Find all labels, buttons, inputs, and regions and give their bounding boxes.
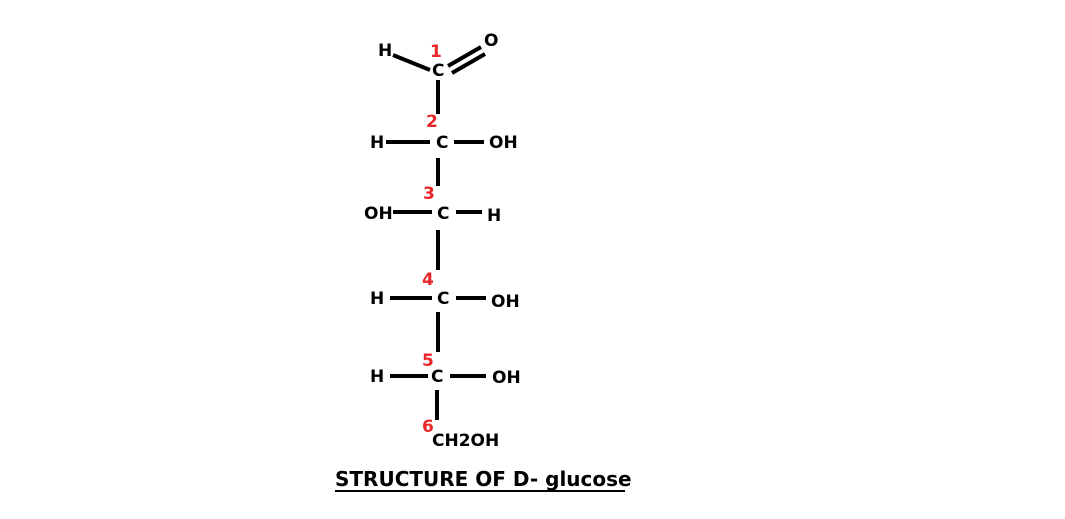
c3-carbon-label: C [437,204,449,224]
c5-right-label: OH [492,368,521,388]
c4-left-label: H [370,289,384,309]
c2-carbon-label: C [436,133,448,153]
c2-right-label: OH [489,133,518,153]
c6-group-label: CH2OH [432,431,499,451]
carbon-number-3: 3 [423,184,435,204]
c1-o-double-bond-b [451,52,486,75]
carbon-number-2: 2 [426,112,438,132]
c1-h-bond [392,53,431,72]
c3-left-label: OH [364,204,393,224]
carbon-4-group: 4 H C OH [370,270,520,312]
c4-right-label: OH [491,292,520,312]
c5-carbon-label: C [431,367,443,387]
c2-left-label: H [370,133,384,153]
carbon-number-4: 4 [422,270,434,290]
c3-right-label: H [487,206,501,226]
carbon-3-group: 3 OH C H [364,184,501,226]
carbon-number-5: 5 [422,351,434,371]
diagram-caption: STRUCTURE OF D- glucose [335,467,632,491]
c1-carbon-label: C [432,61,444,81]
carbon-1-group: H 1 C O [378,31,498,81]
carbon-5-group: 5 H C OH [370,351,521,388]
c4-carbon-label: C [437,289,449,309]
carbon-number-6: 6 [422,417,434,437]
carbon-2-group: 2 H C OH [370,112,518,153]
c5-left-label: H [370,367,384,387]
c1-oxygen-label: O [484,31,498,51]
c1-o-double-bond-a [447,45,482,68]
c1-hydrogen-label: H [378,41,392,61]
carbon-6-group: 6 CH2OH [422,417,499,451]
carbon-number-1: 1 [430,42,442,62]
